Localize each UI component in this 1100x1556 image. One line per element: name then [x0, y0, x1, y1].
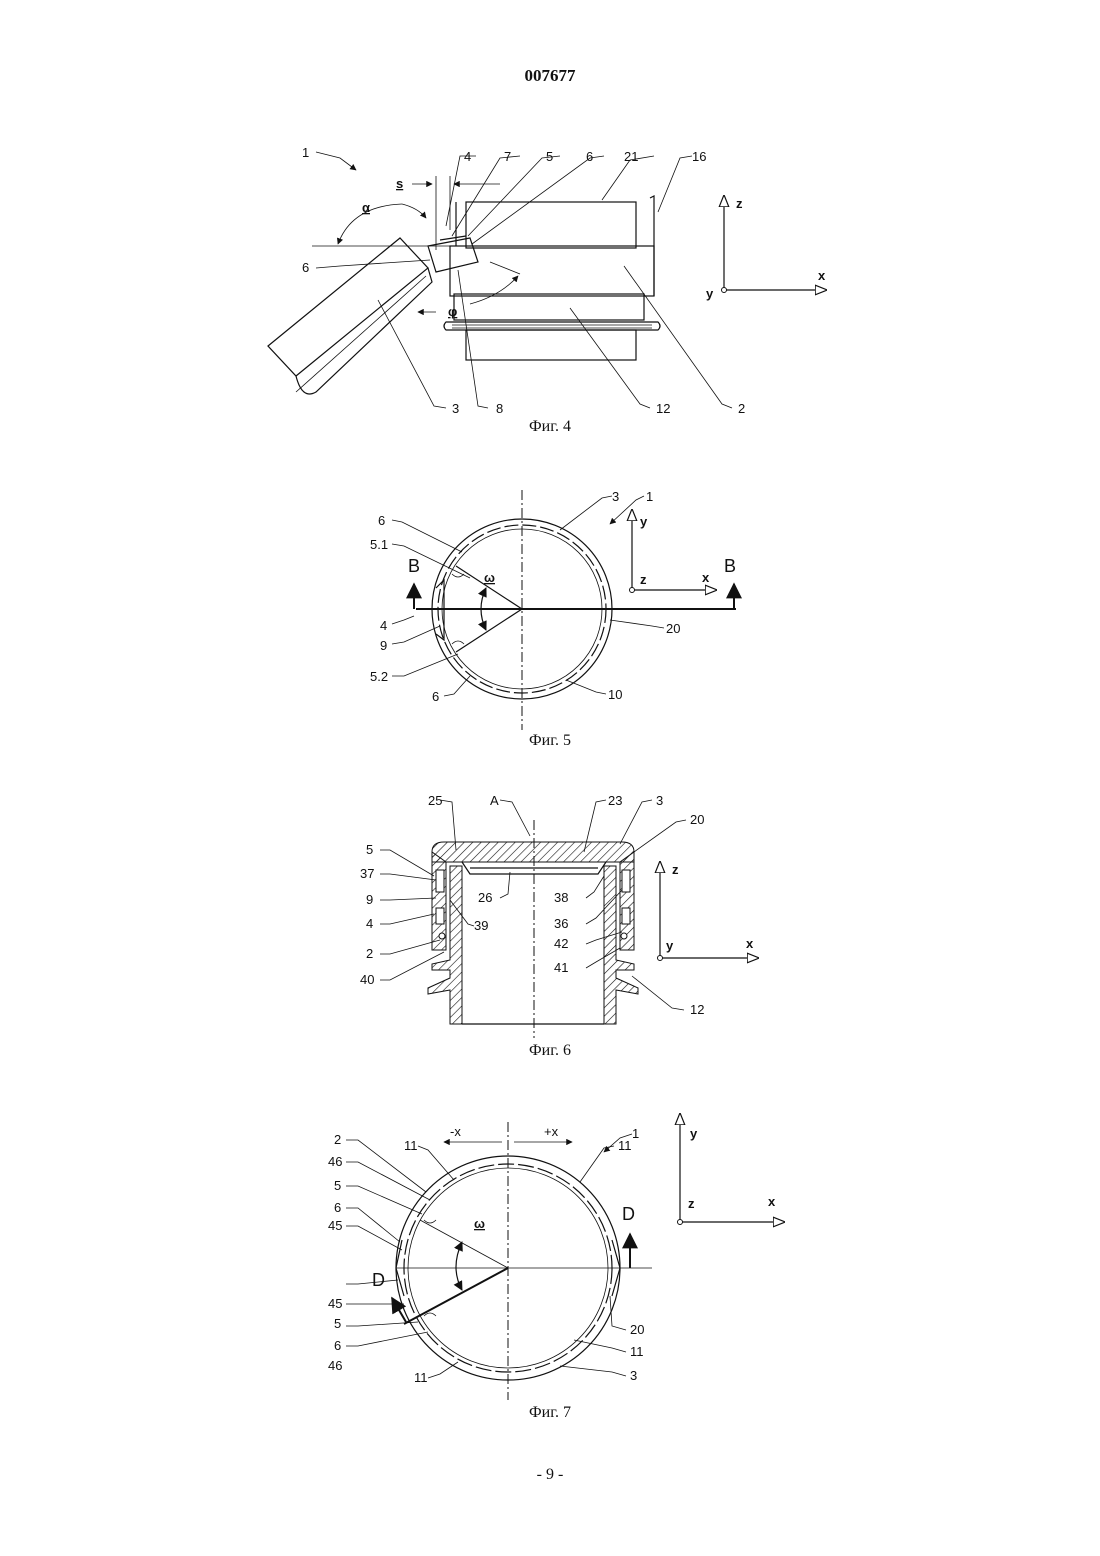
fig6-label-38: 38 [554, 890, 568, 905]
fig5-label-6: 6 [378, 513, 385, 528]
fig4-label-1: 1 [302, 145, 309, 160]
fig5-label-4: 4 [380, 618, 387, 633]
fig7-label-11-top-left: 11 [404, 1138, 418, 1153]
fig7-label-6: 6 [334, 1200, 341, 1215]
fig4-label-s: s [396, 176, 403, 191]
fig6-axis-z: z [672, 862, 679, 877]
fig7-section-mark-left: D [372, 1270, 385, 1290]
fig7-section-mark-right: D [622, 1204, 635, 1224]
fig4-axis-z: z [736, 196, 743, 211]
fig6-label-42: 42 [554, 936, 568, 951]
fig5-label-3: 3 [612, 489, 619, 504]
fig5-label-9: 9 [380, 638, 387, 653]
fig4-label-16: 16 [692, 149, 706, 164]
fig7-axis-y: y [690, 1126, 698, 1141]
figure-7-caption: Фиг. 7 [0, 1404, 1100, 1422]
figure-6-caption: Фиг. 6 [0, 1042, 1100, 1060]
fig7-label-46: 46 [328, 1154, 342, 1169]
fig6-label-40: 40 [360, 972, 374, 987]
fig7-label-3: 3 [630, 1368, 637, 1383]
figure-4-caption: Фиг. 4 [0, 418, 1100, 436]
figure-7-drawing: -x +x 1 2 46 11 11 5 6 45 ω 45 5 6 46 11… [0, 1100, 1100, 1420]
fig5-label-omega: ω [484, 570, 495, 585]
fig4-label-5: 5 [546, 149, 553, 164]
fig6-label-12: 12 [690, 1002, 704, 1017]
fig7-axis-x: x [768, 1194, 776, 1209]
fig6-axis-y: y [666, 938, 674, 953]
fig7-label-1: 1 [632, 1126, 639, 1141]
fig4-label-6b: 6 [302, 260, 309, 275]
fig4-label-3: 3 [452, 401, 459, 416]
fig5-axis-z: z [640, 572, 647, 587]
fig7-label-6b: 6 [334, 1338, 341, 1353]
fig7-label-plus-x: +x [544, 1124, 559, 1139]
fig7-label-20: 20 [630, 1322, 644, 1337]
fig4-axis-x: x [818, 268, 826, 283]
fig7-axis-z: z [688, 1196, 695, 1211]
figure-6-drawing: 25 A 23 3 20 5 37 9 4 2 40 26 39 38 36 4… [0, 780, 1100, 1070]
fig5-label-10: 10 [608, 687, 622, 702]
fig5-section-mark-left: B [408, 556, 420, 576]
fig7-label-45b: 45 [328, 1296, 342, 1311]
page-number: - 9 - [0, 1466, 1100, 1484]
fig5-section-mark-right: B [724, 556, 736, 576]
figure-5-drawing: 3 1 6 5.1 ω 4 9 5.2 6 10 20 B B y z x [0, 470, 1100, 770]
fig4-label-alpha: α [362, 200, 370, 215]
fig4-label-6: 6 [586, 149, 593, 164]
fig6-label-26: 26 [478, 890, 492, 905]
fig7-label-46b: 46 [328, 1358, 342, 1373]
fig6-label-23: 23 [608, 793, 622, 808]
fig4-label-12: 12 [656, 401, 670, 416]
fig7-label-omega: ω [474, 1216, 485, 1231]
fig6-label-37: 37 [360, 866, 374, 881]
fig6-label-3: 3 [656, 793, 663, 808]
fig6-label-9: 9 [366, 892, 373, 907]
fig6-label-4: 4 [366, 916, 373, 931]
fig6-label-36: 36 [554, 916, 568, 931]
fig7-label-5b: 5 [334, 1316, 341, 1331]
fig5-label-20: 20 [666, 621, 680, 636]
fig4-label-7: 7 [504, 149, 511, 164]
fig7-label-5: 5 [334, 1178, 341, 1193]
fig6-label-2: 2 [366, 946, 373, 961]
fig7-label-minus-x: -x [450, 1124, 461, 1139]
fig7-label-2: 2 [334, 1132, 341, 1147]
fig5-axis-y: y [640, 514, 648, 529]
fig6-axis-x: x [746, 936, 754, 951]
fig6-label-25: 25 [428, 793, 442, 808]
fig6-label-A: A [490, 793, 499, 808]
figure-4-drawing: 1 4 7 5 6 21 16 s α 6 φ 3 8 12 2 z y x [0, 0, 1100, 440]
fig5-axis-x: x [702, 570, 710, 585]
fig6-label-39: 39 [474, 918, 488, 933]
fig5-label-6b: 6 [432, 689, 439, 704]
fig4-label-8: 8 [496, 401, 503, 416]
fig7-label-45: 45 [328, 1218, 342, 1233]
fig4-label-21: 21 [624, 149, 638, 164]
fig4-label-4: 4 [464, 149, 471, 164]
fig5-label-5-2: 5.2 [370, 669, 388, 684]
figure-5-caption: Фиг. 5 [0, 732, 1100, 750]
fig5-label-5-1: 5.1 [370, 537, 388, 552]
fig4-axis-y: y [706, 286, 714, 301]
fig7-label-11-bottom: 11 [414, 1370, 428, 1385]
fig6-label-5: 5 [366, 842, 373, 857]
fig4-label-phi: φ [448, 304, 457, 319]
fig5-label-1: 1 [646, 489, 653, 504]
fig4-label-2: 2 [738, 401, 745, 416]
fig6-label-41: 41 [554, 960, 568, 975]
fig7-label-11-top-right: 11 [618, 1138, 632, 1153]
fig6-label-20: 20 [690, 812, 704, 827]
fig7-label-11-bottom-right: 11 [630, 1344, 644, 1359]
